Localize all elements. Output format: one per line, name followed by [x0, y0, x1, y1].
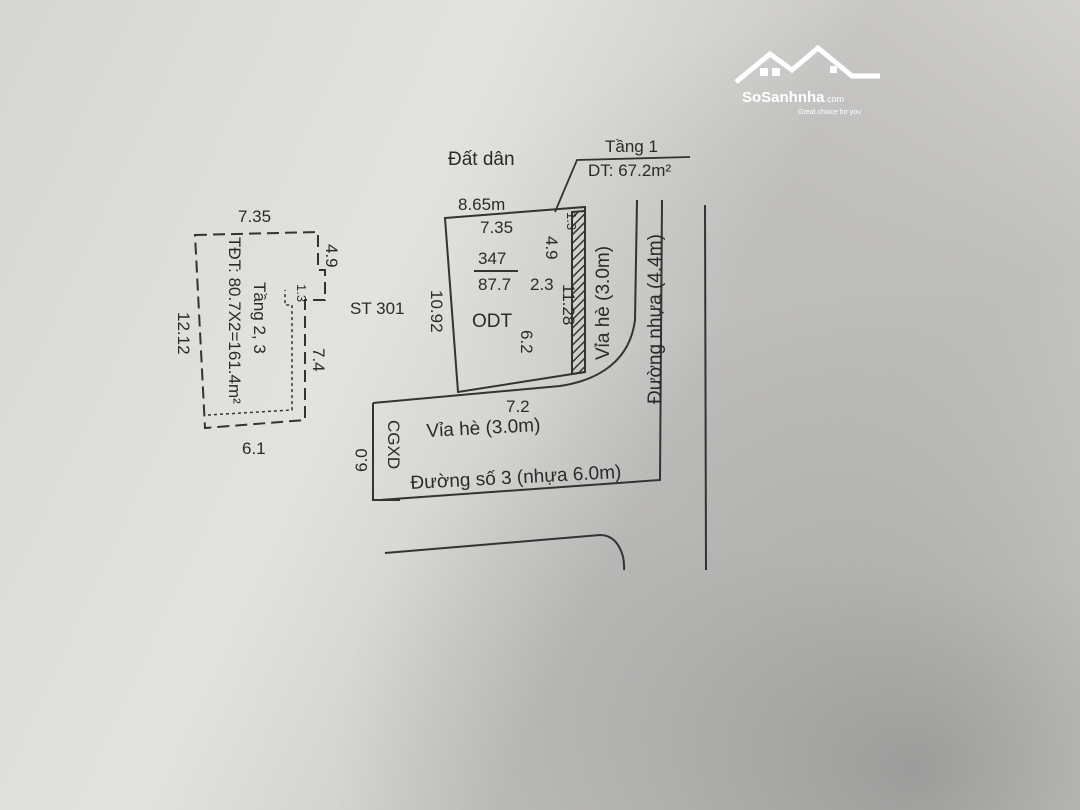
small-plan-right-dim: 7.4: [309, 348, 328, 372]
small-plan-left-dim: 12.12: [174, 312, 193, 355]
sheet-number: ST 301: [350, 299, 405, 318]
lot-depth-total-dim: 11.28: [559, 284, 578, 326]
lot-bottom-dim: 7.2: [506, 397, 530, 416]
hatched-strip: [571, 209, 586, 376]
small-plan-top-dim: 7.35: [238, 207, 272, 226]
watermark-tagline: Great choice for you: [798, 109, 862, 116]
floor1-label: Tầng 1: [605, 137, 658, 156]
neighbor-label: Đất dân: [448, 149, 515, 170]
floor23-total-area: TĐT: 80.7X2=161.4m²: [225, 237, 244, 404]
lot-inner-right-dim: 6.2: [517, 330, 536, 354]
lot-left-dim: 10.92: [427, 290, 446, 333]
lot-top-inner-dim: 7.35: [480, 218, 514, 237]
road-side-edge: [704, 204, 707, 571]
floor1-area: DT: 67.2m²: [588, 161, 672, 180]
leader-line: [554, 156, 691, 213]
road-side-label: Đường nhựa (4.4m): [645, 234, 666, 404]
sidewalk-side-label: Vỉa hè (3.0m): [593, 245, 614, 360]
lot-top-outer-dim: 8.65m: [458, 195, 506, 214]
watermark-brand: SoSanhnha.com: [742, 89, 845, 106]
road-far-edge: [384, 533, 626, 571]
lot-corner-dim: 1.3: [564, 212, 579, 231]
lot-number: 347: [478, 249, 507, 268]
floor23-label: Tầng 2, 3: [250, 282, 269, 354]
lot-inner-dim: 2.3: [530, 275, 554, 294]
lot-area: 87.7: [478, 275, 512, 294]
lot-fraction-line: [474, 270, 518, 272]
watermark-logo: SoSanhnha.com Great choice for you: [732, 42, 882, 122]
small-plan-notch-dim: 1.3: [294, 284, 309, 303]
floor23-inner-outline: [207, 290, 293, 416]
lot-depth-right-dim: 4.9: [542, 236, 561, 260]
setback-value: 6.0: [352, 448, 371, 472]
small-plan-bottom-dim: 6.1: [242, 439, 266, 458]
land-use-code: ODT: [472, 311, 513, 332]
sidewalk-front-line: [372, 199, 638, 404]
floor23-outline: [193, 230, 326, 430]
setback-label: CGXD: [384, 420, 403, 470]
small-plan-right-top-dim: 4.9: [322, 244, 341, 268]
road-front-edge: [379, 199, 663, 501]
